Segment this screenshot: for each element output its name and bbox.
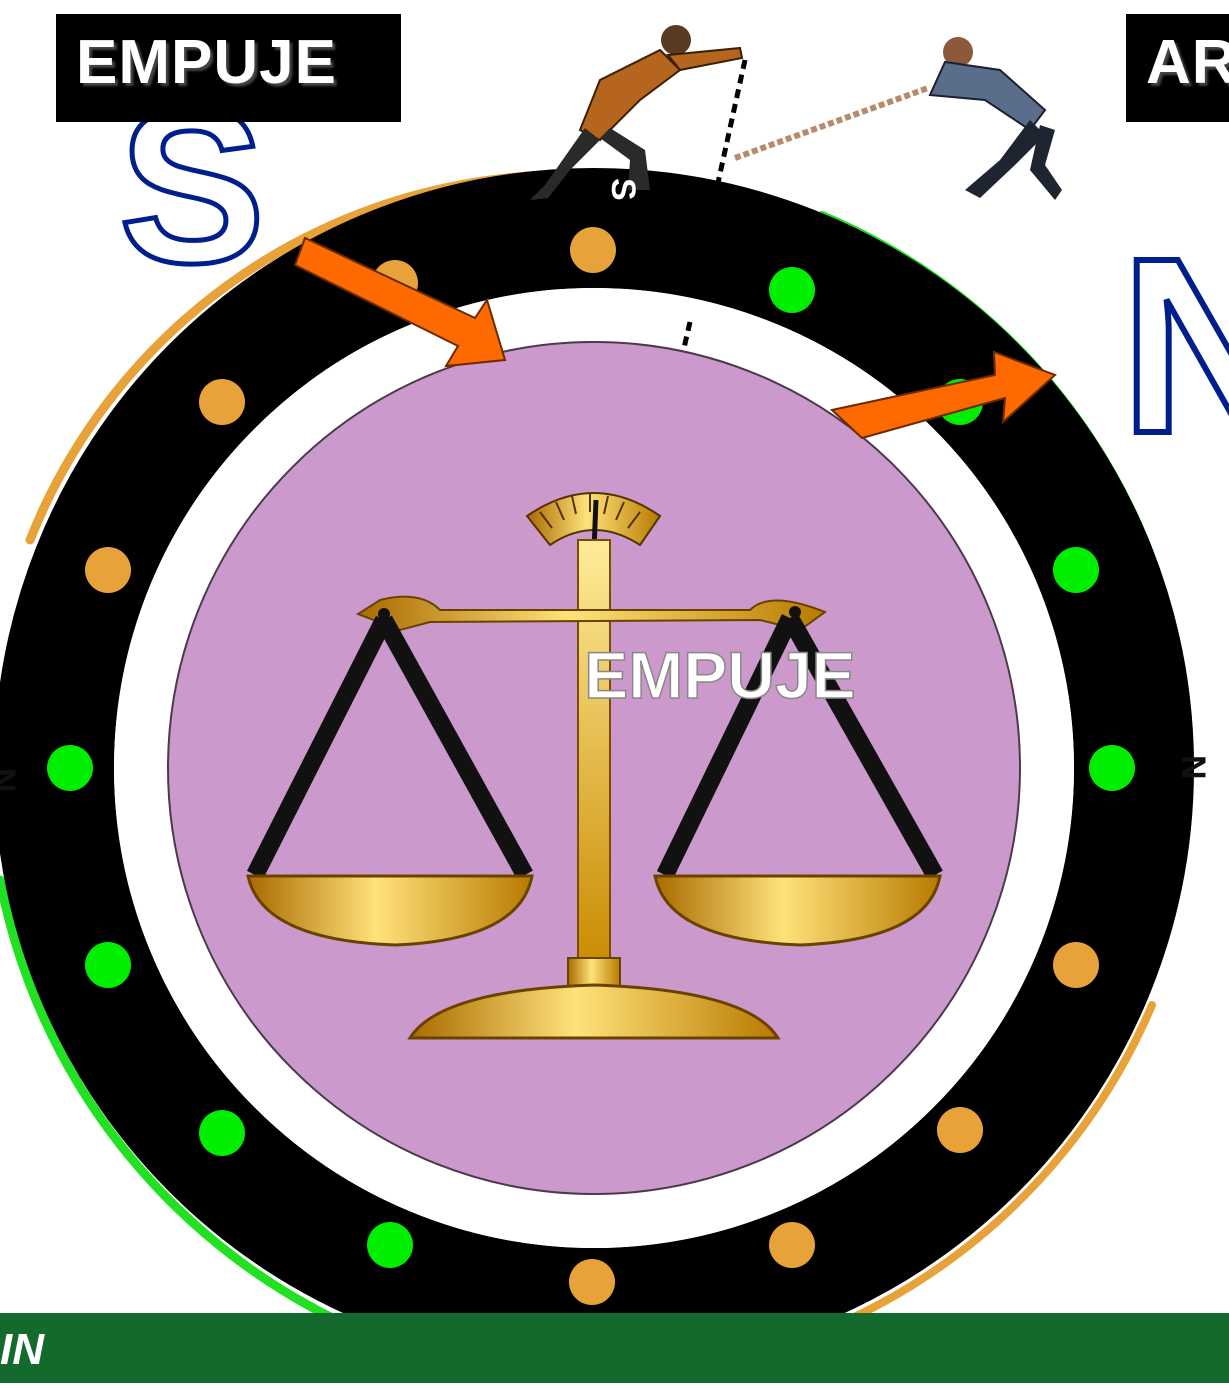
big-pole-right: N [1120, 206, 1229, 485]
rope [735, 88, 928, 158]
south-pole-dot [569, 1259, 615, 1305]
pushing-man-icon [530, 25, 742, 200]
footer-bar [0, 1313, 1229, 1383]
footer-text: IN [0, 1325, 44, 1375]
south-pole-dot [85, 547, 131, 593]
south-pole-dot [570, 227, 616, 273]
north-pole-dot [85, 942, 131, 988]
push-label: EMPUJE [56, 14, 401, 122]
north-pole-dot [199, 1110, 245, 1156]
north-pole-dot [47, 745, 93, 791]
pulling-man-icon [930, 37, 1062, 200]
ring-pole-right: N [1174, 755, 1212, 780]
south-pole-dot [1053, 942, 1099, 988]
north-pole-dot [769, 267, 815, 313]
pull-label: AR [1126, 14, 1229, 122]
north-pole-dot [1089, 745, 1135, 791]
south-pole-dot [199, 379, 245, 425]
center-label: EMPUJE [584, 638, 855, 712]
ring-pole-top: S [604, 178, 642, 201]
ring-pole-left: N [0, 768, 22, 793]
south-pole-dot [769, 1222, 815, 1268]
south-pole-dot [937, 1107, 983, 1153]
north-pole-dot [1053, 547, 1099, 593]
north-pole-dot [367, 1222, 413, 1268]
